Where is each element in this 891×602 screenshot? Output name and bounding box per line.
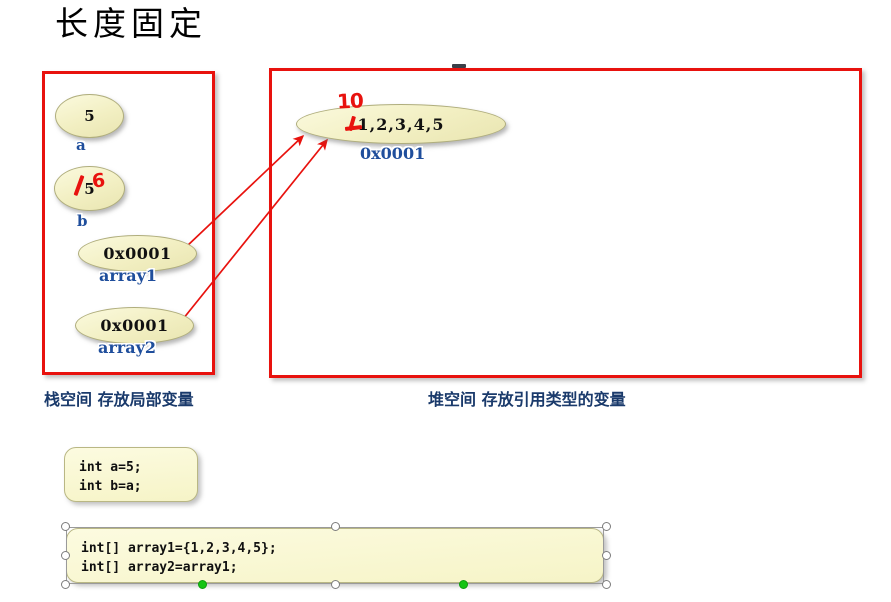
stack-variable-array2-bubble[interactable]: 0x0001 (75, 307, 194, 344)
stack-region-caption: 栈空间 存放局部变量 (44, 390, 194, 409)
heap-region-caption: 堆空间 存放引用类型的变量 (428, 390, 626, 409)
rotate-handle-right[interactable] (459, 580, 468, 589)
stack-variable-array1-label: array1 (99, 266, 158, 285)
code-line: int[] array2=array1; (81, 560, 238, 575)
resize-handle-top-center[interactable] (331, 522, 340, 531)
stack-variable-b-bubble[interactable]: 5 (54, 166, 125, 211)
stack-variable-b-label: b (77, 212, 88, 230)
stack-variable-a-label: a (76, 136, 86, 154)
rotate-handle-left[interactable] (198, 580, 207, 589)
resize-handle-middle-left[interactable] (61, 551, 70, 560)
stack-variable-a-bubble[interactable]: 5 (55, 94, 124, 138)
resize-handle-top-left[interactable] (61, 522, 70, 531)
code-line: int a=5; (79, 460, 142, 475)
code-block-array-assignment[interactable]: int[] array1={1,2,3,4,5}; int[] array2=a… (66, 528, 604, 583)
resize-handle-top-right[interactable] (602, 522, 611, 531)
code-line: int[] array1={1,2,3,4,5}; (81, 541, 277, 556)
code-line: int b=a; (79, 479, 142, 494)
resize-handle-bottom-center[interactable] (331, 580, 340, 589)
page-title: 长度固定 (55, 4, 207, 43)
resize-handle-middle-right[interactable] (602, 551, 611, 560)
heap-box-selection-tick (452, 64, 466, 68)
heap-array-address-label: 0x0001 (360, 144, 426, 163)
resize-handle-bottom-right[interactable] (602, 580, 611, 589)
resize-handle-bottom-left[interactable] (61, 580, 70, 589)
stack-variable-array2-label: array2 (98, 338, 157, 357)
code-block-primitive-assignment[interactable]: int a=5; int b=a; (64, 447, 198, 502)
stack-variable-array1-bubble[interactable]: 0x0001 (78, 235, 197, 272)
heap-array-object-bubble[interactable]: 1,2,3,4,5 (296, 104, 506, 144)
